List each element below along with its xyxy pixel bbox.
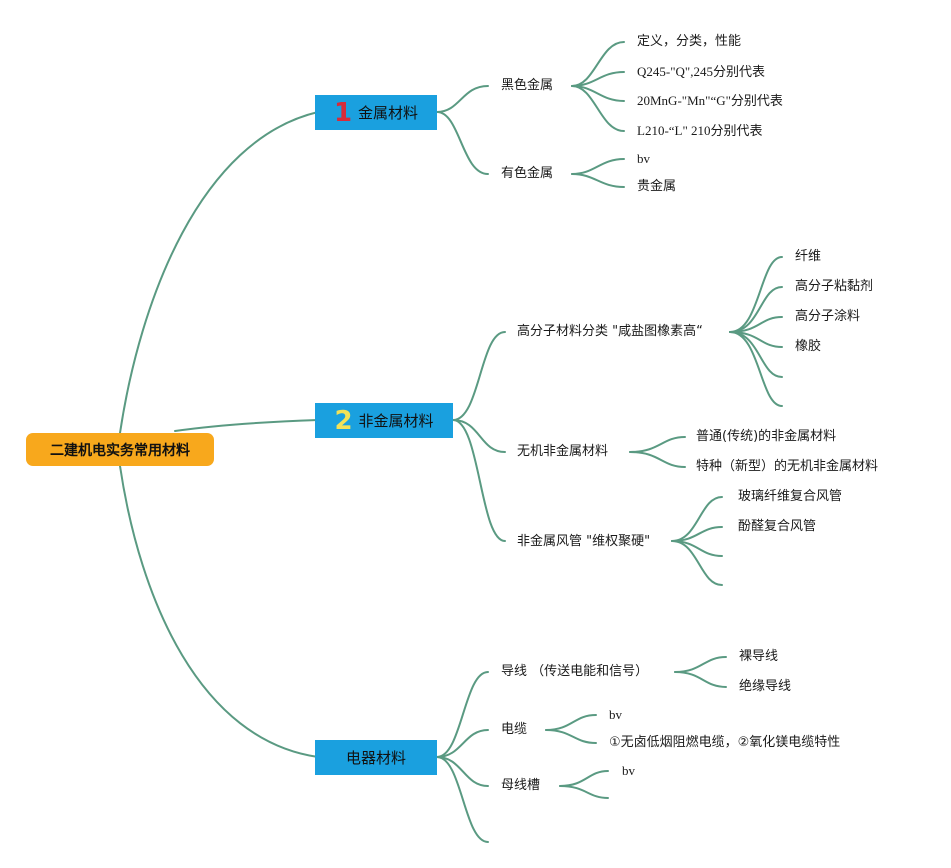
leaf-topic[interactable]: 裸导线	[739, 649, 779, 664]
connector	[545, 714, 597, 731]
leaf-topic[interactable]: 玻璃纤维复合风管	[738, 489, 843, 504]
leaf-topic[interactable]: 特种（新型）的无机非金属材料	[696, 459, 879, 474]
connector	[729, 331, 783, 407]
leaf-topic[interactable]: 贵金属	[637, 179, 677, 194]
leaf-topic[interactable]: 纤维	[795, 249, 822, 264]
branch-number-2: 2	[334, 405, 353, 436]
leaf-topic[interactable]: 普通(传统)的非金属材料	[696, 429, 837, 444]
connector	[452, 419, 506, 453]
leaf-topic[interactable]: bv	[609, 707, 622, 722]
root-node[interactable]: 二建机电实务常用材料	[26, 433, 214, 466]
root-label: 二建机电实务常用材料	[50, 442, 190, 459]
branch-label: 非金属材料	[358, 412, 434, 430]
connector	[436, 111, 489, 175]
leaf-topic[interactable]: bv	[637, 151, 650, 166]
connector	[571, 173, 625, 188]
connector	[729, 256, 783, 333]
connector	[674, 671, 727, 688]
branch-electrical-node[interactable]: 电器材料	[315, 740, 437, 775]
subtopic-cable[interactable]: 电缆	[501, 722, 528, 737]
connector	[119, 111, 319, 434]
connector	[436, 85, 489, 113]
connector	[571, 158, 625, 175]
connector	[559, 785, 609, 799]
connector	[436, 756, 489, 843]
connector	[452, 331, 506, 421]
connector	[559, 770, 609, 787]
connector	[174, 419, 319, 432]
subtopic-polymer[interactable]: 高分子材料分类 "咸盐图橡素高“	[517, 324, 703, 339]
branch-number-1: 1	[333, 97, 353, 128]
subtopic-busway[interactable]: 母线槽	[501, 778, 541, 793]
leaf-topic[interactable]: 酚醛复合风管	[738, 519, 817, 534]
leaf-topic[interactable]: 定义，分类，性能	[637, 34, 742, 49]
leaf-topic[interactable]: Q245-"Q",245分别代表	[637, 64, 765, 79]
branch-metal-node[interactable]: 1 金属材料	[315, 95, 437, 130]
leaf-topic[interactable]: ①无卤低烟阻燃电缆，②氧化镁电缆特性	[609, 735, 841, 750]
leaf-topic[interactable]: 高分子粘黏剂	[795, 279, 874, 294]
connector	[674, 656, 727, 673]
subtopic-duct[interactable]: 非金属风管 "维权聚硬"	[517, 534, 651, 549]
subtopic-nonferrous[interactable]: 有色金属	[501, 166, 554, 181]
branch-label: 电器材料	[345, 749, 406, 767]
branch-label: 金属材料	[358, 104, 419, 122]
connector	[629, 436, 686, 453]
branch-nonmetal-node[interactable]: 2 非金属材料	[315, 403, 453, 438]
subtopic-inorganic[interactable]: 无机非金属材料	[517, 444, 609, 459]
leaf-topic[interactable]: 高分子涂料	[795, 309, 861, 324]
leaf-topic[interactable]: 20MnG-"Mn"“G"分别代表	[637, 93, 783, 108]
leaf-topic[interactable]: 绝缘导线	[739, 679, 792, 694]
connector	[545, 729, 597, 744]
connector	[629, 451, 686, 468]
connector	[571, 85, 625, 132]
leaf-topic[interactable]: 橡胶	[795, 339, 822, 354]
leaf-topic[interactable]: L210-“L" 210分别代表	[637, 123, 763, 138]
connector	[436, 756, 489, 787]
connector	[452, 419, 506, 542]
connector	[671, 540, 723, 586]
subtopic-wire[interactable]: 导线 （传送电能和信号）	[501, 664, 649, 679]
connector	[119, 465, 319, 758]
connector	[436, 671, 489, 758]
leaf-topic[interactable]: bv	[622, 763, 635, 778]
subtopic-ferrous[interactable]: 黑色金属	[501, 78, 554, 93]
connector	[436, 729, 489, 758]
